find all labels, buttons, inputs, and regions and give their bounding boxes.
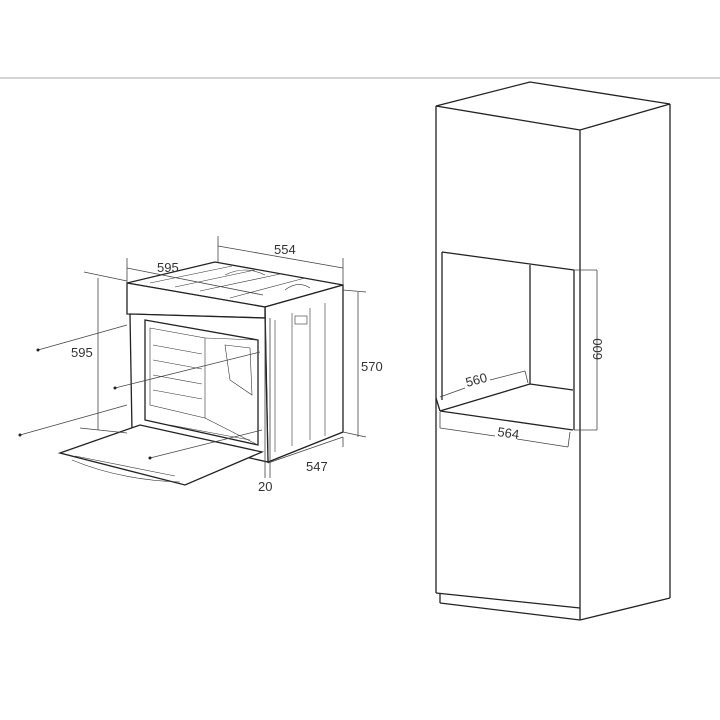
oven-side — [264, 284, 344, 463]
dimension-dots — [18, 348, 152, 460]
niche-width-label: 564 — [497, 424, 521, 442]
panel-offset-label: 20 — [258, 479, 272, 494]
niche-height-label: 600 — [590, 338, 605, 360]
oven-side-height-label: 570 — [361, 359, 383, 374]
dimension-lines — [19, 236, 367, 478]
oven-depth-top-label: 554 — [274, 242, 296, 257]
oven-height-label: 595 — [71, 345, 93, 360]
oven-width-label: 595 — [157, 260, 179, 275]
cabinet-drawing — [435, 81, 671, 621]
oven-depth-bottom-label: 547 — [306, 459, 328, 474]
niche-depth-label: 560 — [464, 370, 489, 390]
oven-drawing — [18, 236, 367, 486]
